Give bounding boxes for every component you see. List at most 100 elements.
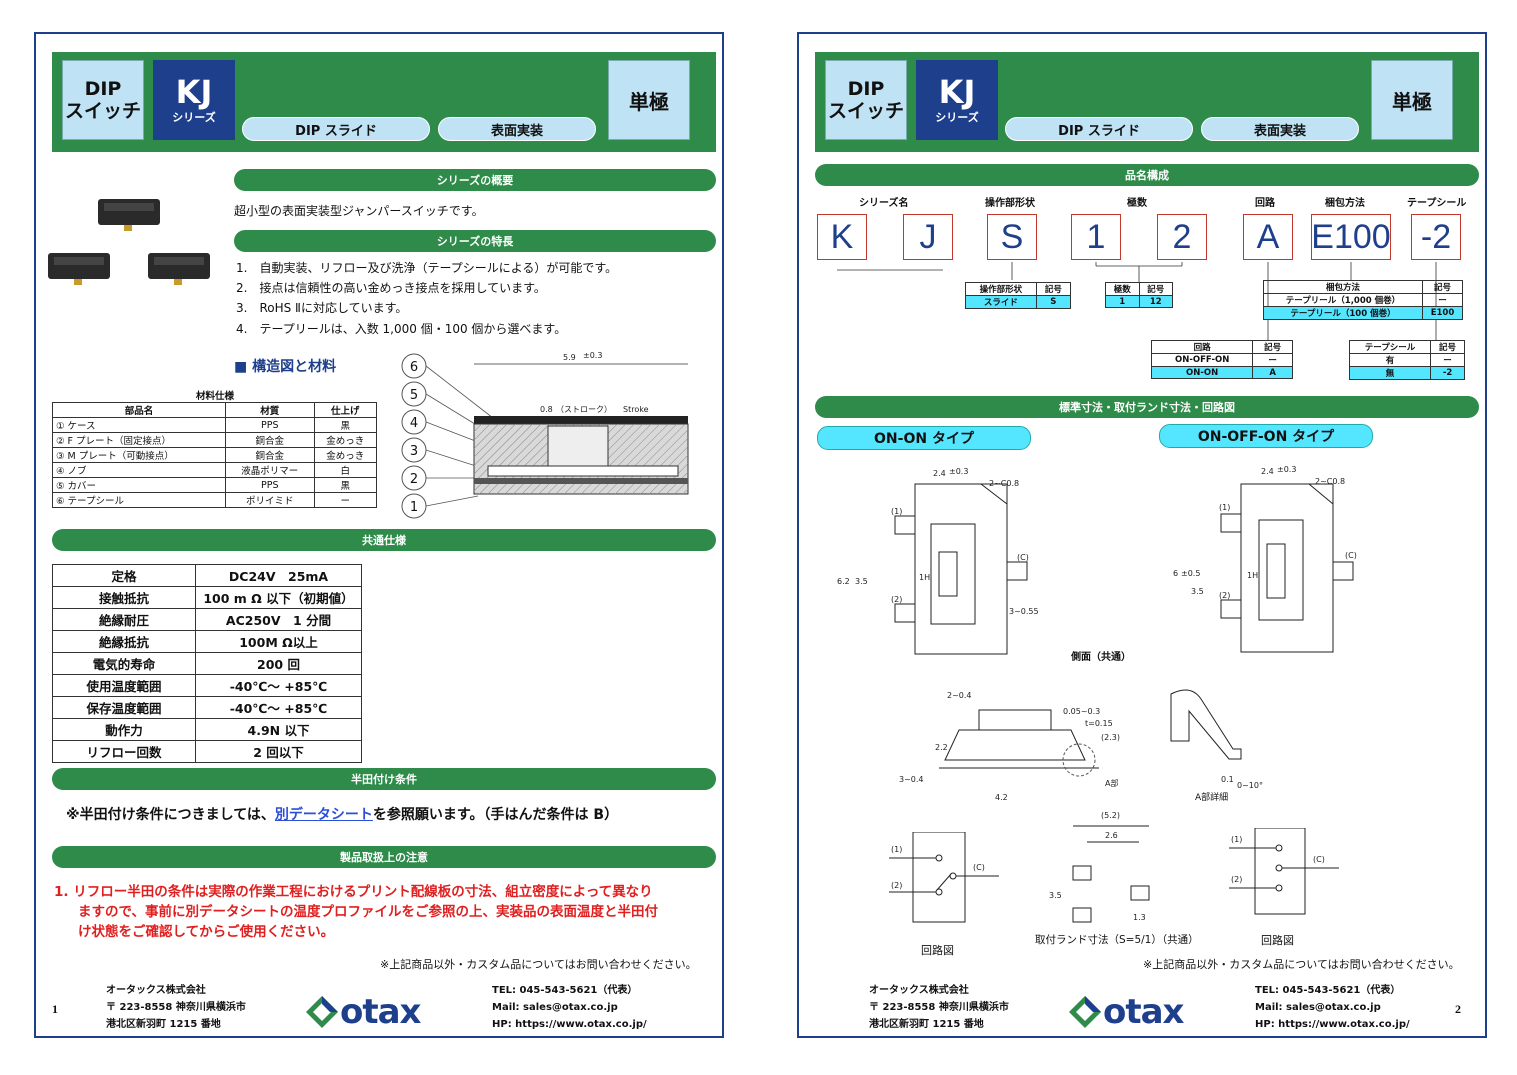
solder-note: ※半田付け条件につきましては、別データシートを参照願います。（手はんだ条件は B… — [66, 807, 619, 823]
feature-item: 1. 自動実装、リフロー及び洗浄（テープシールによる）が可能です。 — [236, 261, 618, 275]
svg-text:t=0.15: t=0.15 — [1085, 719, 1113, 728]
svg-text:5.9: 5.9 — [563, 353, 576, 362]
svg-text:(1): (1) — [1219, 503, 1230, 512]
svg-text:3~0.4: 3~0.4 — [899, 775, 924, 784]
svg-text:0~10°: 0~10° — [1237, 781, 1263, 790]
svg-text:2~C0.8: 2~C0.8 — [1315, 477, 1345, 486]
single-pole-label: 単極 — [608, 60, 690, 140]
svg-text:2.2: 2.2 — [935, 743, 948, 752]
svg-text:3.5: 3.5 — [1191, 587, 1204, 596]
dims-title-bar: 標準寸法・取付ランド寸法・回路図 — [815, 396, 1479, 418]
svg-text:(1): (1) — [891, 507, 902, 516]
datasheet-link[interactable]: 別データシート — [274, 807, 373, 823]
svg-text:(2): (2) — [891, 595, 902, 604]
svg-text:1H: 1H — [919, 573, 930, 582]
table-row: 保存温度範囲-40℃～ +85℃ — [52, 696, 362, 719]
table-row: テープリール（1,000 個巻）ー — [1263, 293, 1464, 307]
product-photo — [48, 199, 210, 285]
packing-table: 梱包方法記号 テープリール（1,000 個巻）ー テープリール（100 個巻）E… — [1263, 280, 1464, 320]
table-row: ② F プレート（固定接点）銅合金金めっき — [52, 432, 378, 448]
code-label: シリーズ名 — [859, 198, 909, 209]
feature-item: 3. RoHS Ⅱに対応しています。 — [236, 301, 408, 315]
svg-text:±0.5: ±0.5 — [1181, 569, 1200, 578]
circuit-label: 回路図 — [921, 944, 954, 957]
structure-title: ■ 構造図と材料 — [234, 359, 337, 375]
dip-slide-pill: DIP スライド — [1005, 117, 1193, 141]
svg-text:(2.3): (2.3) — [1101, 733, 1120, 742]
code-label: テープシール — [1407, 198, 1467, 209]
dip-slide-pill: DIP スライド — [242, 117, 430, 141]
svg-text:0.1: 0.1 — [1221, 775, 1234, 784]
handling-line: 1. リフロー半田の条件は実際の作業工程におけるプリント配線板の寸法、組立密度に… — [54, 884, 653, 900]
svg-text:3.5: 3.5 — [1049, 891, 1062, 900]
part-number-circles — [401, 353, 427, 519]
svg-text:2.4: 2.4 — [1261, 467, 1274, 476]
svg-text:(1): (1) — [1231, 835, 1242, 844]
land-pattern: (5.2) 2.6 3.5 1.3 — [1049, 811, 1150, 923]
svg-text:A部: A部 — [1105, 778, 1118, 788]
svg-text:4: 4 — [410, 416, 418, 431]
svg-text:(C): (C) — [1017, 553, 1029, 562]
svg-text:3~0.55: 3~0.55 — [1009, 607, 1039, 616]
custom-note: ※上記商品以外・カスタム品についてはお問い合わせください。 — [380, 958, 697, 971]
svg-text:6: 6 — [1173, 569, 1178, 578]
svg-text:(5.2): (5.2) — [1101, 811, 1120, 820]
code-box: E100 — [1311, 214, 1391, 260]
svg-text:(C): (C) — [1345, 551, 1357, 560]
svg-text:0.8: 0.8 — [540, 405, 553, 414]
circuit-diagram-on-on: (1)(2) (C) — [889, 832, 999, 923]
a-detail-view: 0.1 0~10° 2.2 — [1170, 689, 1263, 790]
handling-line: ますので、事前に別データシートの温度プロファイルをご参照の上、実装品の表面温度と… — [78, 904, 658, 920]
code-box: A — [1243, 214, 1293, 260]
handling-title-bar: 製品取扱上の注意 — [52, 846, 716, 868]
svg-text:2.6: 2.6 — [1105, 831, 1118, 840]
otax-logo-icon — [306, 996, 338, 1028]
custom-note: ※上記商品以外・カスタム品についてはお問い合わせください。 — [1143, 958, 1460, 971]
on-off-on-type-pill: ON-OFF-ON タイプ — [1159, 424, 1373, 448]
svg-text:(2): (2) — [1231, 875, 1242, 884]
overview-title-bar: シリーズの概要 — [234, 169, 716, 191]
svg-text:2.4: 2.4 — [933, 469, 946, 478]
code-box: J — [903, 214, 953, 260]
contact-info: TEL: 045-543-5621（代表）Mail: sales@otax.co… — [492, 985, 647, 1030]
code-box: K — [817, 214, 867, 260]
table-row: 無-2 — [1348, 366, 1465, 380]
svg-text:±0.3: ±0.3 — [1277, 465, 1296, 474]
tape-seal-table: テープシール記号 有ー 無-2 — [1348, 340, 1465, 380]
on-off-on-top-view: 2.4±0.3 2~C0.8 6±0.5 3.5 (1) (2) (C) 1H — [1173, 465, 1357, 653]
otax-logo: otax — [304, 992, 421, 1032]
a-detail-label: A部詳細 — [1195, 793, 1229, 803]
svg-text:5: 5 — [410, 388, 418, 403]
svg-text:6: 6 — [410, 360, 418, 375]
cross-section-diagram: 65 43 21 5.9 ±0.3 0.8 （ストローク） Stroke 1 — [401, 351, 689, 519]
code-label: 操作部形状 — [985, 198, 1035, 209]
svg-text:(C): (C) — [1313, 855, 1325, 864]
svg-text:0.05~0.3: 0.05~0.3 — [1063, 707, 1100, 716]
land-label: 取付ランド寸法（S=5/1）（共通） — [1035, 934, 1199, 946]
overview-text: 超小型の表面実装型ジャンパースイッチです。 — [234, 204, 484, 218]
circuit-label: 回路図 — [1261, 934, 1294, 947]
feature-item: 4. テープリールは、入数 1,000 個・100 個から選べます。 — [236, 322, 567, 336]
svg-text:(2): (2) — [1219, 591, 1230, 600]
svg-text:3: 3 — [410, 444, 418, 459]
page-number: 1 — [52, 1002, 58, 1016]
otax-logo-icon — [1069, 996, 1101, 1028]
on-on-top-view: 2.4±0.3 2~C0.8 6.2 3.5 (1) (2) (C) 3~0.5… — [837, 467, 1039, 655]
svg-text:(C): (C) — [973, 863, 985, 872]
svg-text:(1): (1) — [891, 845, 902, 854]
